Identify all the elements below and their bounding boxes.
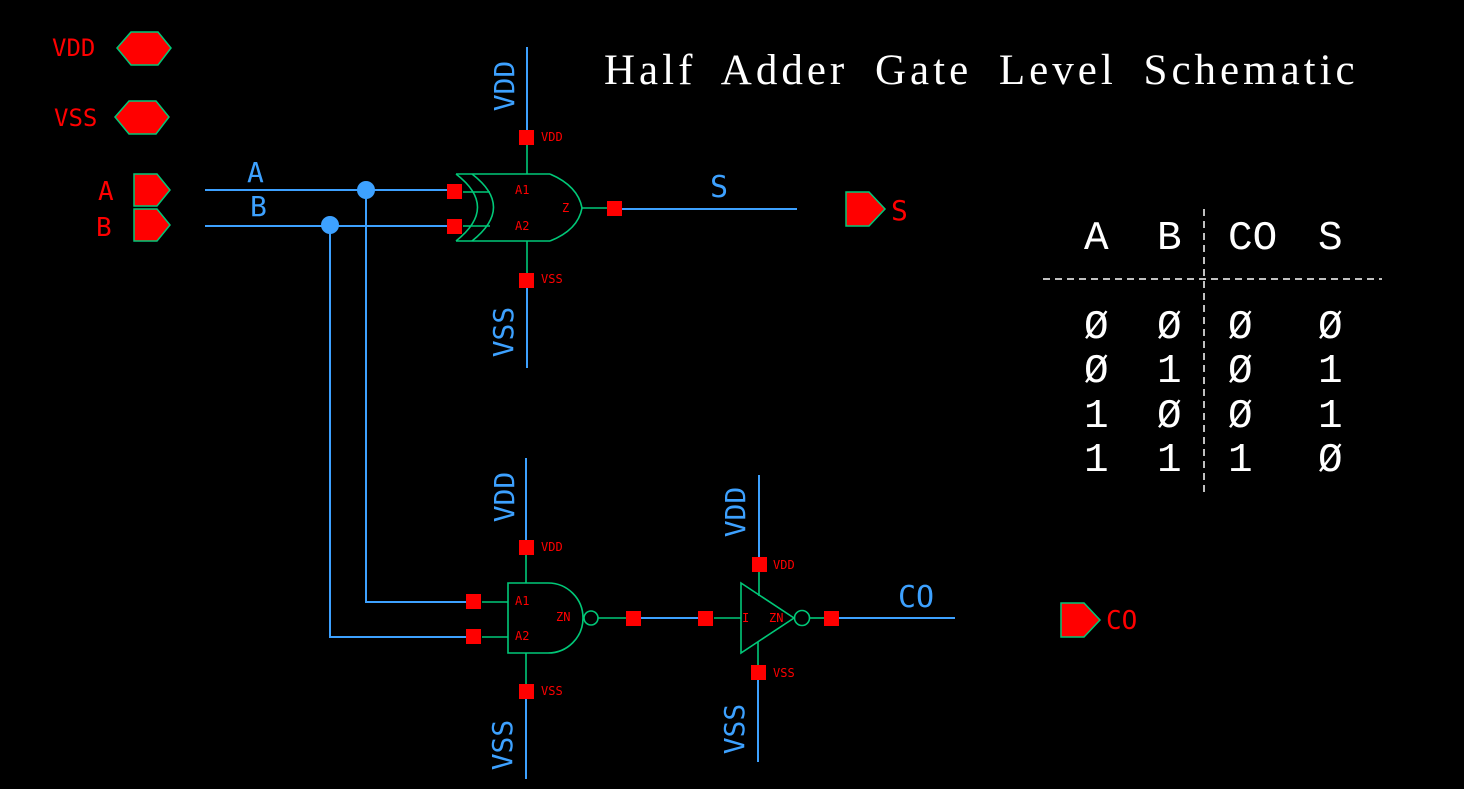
nand-gate (482, 555, 626, 684)
xor-vss-rail-label: VSS (487, 306, 520, 358)
inverter-vdd-terminal (752, 557, 767, 572)
s-pin-shape (845, 191, 887, 227)
nand-bubble (583, 610, 599, 626)
nand-vdd-rail-label: VDD (488, 471, 521, 523)
truth-table-cell: Ø (1084, 349, 1109, 395)
net-label-a: A (247, 156, 264, 189)
truth-table-header-s: S (1318, 216, 1343, 262)
nand-a2-terminal (466, 629, 481, 644)
nand-zn-terminal (626, 611, 641, 626)
xor-vss-terminal (519, 273, 534, 288)
io-pin-shapes (114, 31, 1102, 638)
a-pin-label: A (98, 177, 114, 207)
xor-z-terminal (607, 201, 622, 216)
net-label-s: S (710, 170, 729, 205)
wire-b-branch (329, 226, 466, 638)
co-pin-shape (1060, 602, 1102, 638)
s-pin-label: S (891, 194, 908, 227)
truth-table-cell: 1 (1228, 438, 1253, 484)
truth-table-cell: Ø (1228, 349, 1253, 395)
net-label-co: CO (898, 580, 935, 615)
inv-vdd-rail-label: VDD (719, 486, 752, 538)
xor-z-pin-label: Z (562, 201, 570, 215)
inv-vdd-pin-label: VDD (773, 558, 795, 572)
vdd-pin-label: VDD (52, 34, 96, 62)
xor-vdd-rail-label: VDD (488, 60, 521, 112)
truth-table-cell: 1 (1318, 394, 1343, 440)
b-pin-label: B (96, 213, 112, 243)
xor-input-arc-outer (455, 173, 479, 242)
inv-vss-rail-label: VSS (718, 703, 751, 755)
truth-table-cell: 1 (1084, 394, 1109, 440)
inverter-gate (714, 572, 824, 666)
nand-vdd-terminal (519, 540, 534, 555)
page-title: Half Adder Gate Level Schematic (604, 47, 1359, 94)
nand-a2-pin-label: A2 (515, 629, 530, 643)
junction-dot-b (321, 216, 339, 234)
truth-table-cell: Ø (1157, 394, 1182, 440)
truth-table-header-b: B (1157, 216, 1182, 262)
net-label-b: B (250, 190, 267, 223)
nand-a1-pin-label: A1 (515, 594, 530, 608)
inv-vss-pin-label: VSS (773, 666, 795, 680)
truth-table-cell: Ø (1318, 305, 1343, 351)
inv-zn-pin-label: ZN (769, 611, 784, 625)
xor-vdd-pin-label: VDD (541, 130, 563, 144)
truth-table-cell: Ø (1084, 305, 1109, 351)
xor-a2-terminal (447, 219, 462, 234)
inverter-vss-terminal (751, 665, 766, 680)
b-pin-shape (133, 208, 171, 242)
truth-table-cell: Ø (1228, 394, 1253, 440)
truth-table-cell: 1 (1157, 438, 1182, 484)
vss-pin-shape (114, 100, 170, 135)
wires (205, 47, 955, 779)
xor-vdd-terminal (519, 130, 534, 145)
nand-zn-pin-label: ZN (556, 610, 571, 624)
inverter-in-terminal (698, 611, 713, 626)
inverter-zn-terminal (824, 611, 839, 626)
truth-table-cell: 1 (1157, 349, 1182, 395)
truth-table-cell: Ø (1157, 305, 1182, 351)
truth-table-header-co: CO (1228, 216, 1278, 262)
xor-a2-pin-label: A2 (515, 219, 530, 233)
nand-body (507, 582, 584, 654)
vss-pin-label: VSS (54, 104, 98, 132)
nand-a1-terminal (466, 594, 481, 609)
terminal-squares (447, 130, 839, 699)
nand-vss-pin-label: VSS (541, 684, 563, 698)
xor-a1-pin-label: A1 (515, 183, 530, 197)
truth-table-cell: 1 (1084, 438, 1109, 484)
nand-vss-rail-label: VSS (486, 719, 519, 771)
truth-table-cell: 1 (1318, 349, 1343, 395)
wire-a-branch (365, 190, 466, 603)
truth-table-cell: Ø (1228, 305, 1253, 351)
xor-a1-terminal (447, 184, 462, 199)
truth-table-cell: Ø (1318, 438, 1343, 484)
inverter-bubble (793, 609, 811, 627)
nand-vss-terminal (519, 684, 534, 699)
inv-in-pin-label: I (742, 611, 750, 625)
nand-vdd-pin-label: VDD (541, 540, 563, 554)
a-pin-shape (133, 173, 171, 207)
co-pin-label: CO (1106, 606, 1138, 636)
xor-vss-pin-label: VSS (541, 272, 563, 286)
junction-dot-a (357, 181, 375, 199)
vdd-pin-shape (116, 31, 172, 66)
xor-gate (455, 145, 607, 273)
wire-junctions (321, 181, 375, 234)
truth-table-rules (1043, 209, 1382, 497)
xor-input-arc-inner (471, 173, 495, 242)
truth-table-header-a: A (1084, 216, 1109, 262)
